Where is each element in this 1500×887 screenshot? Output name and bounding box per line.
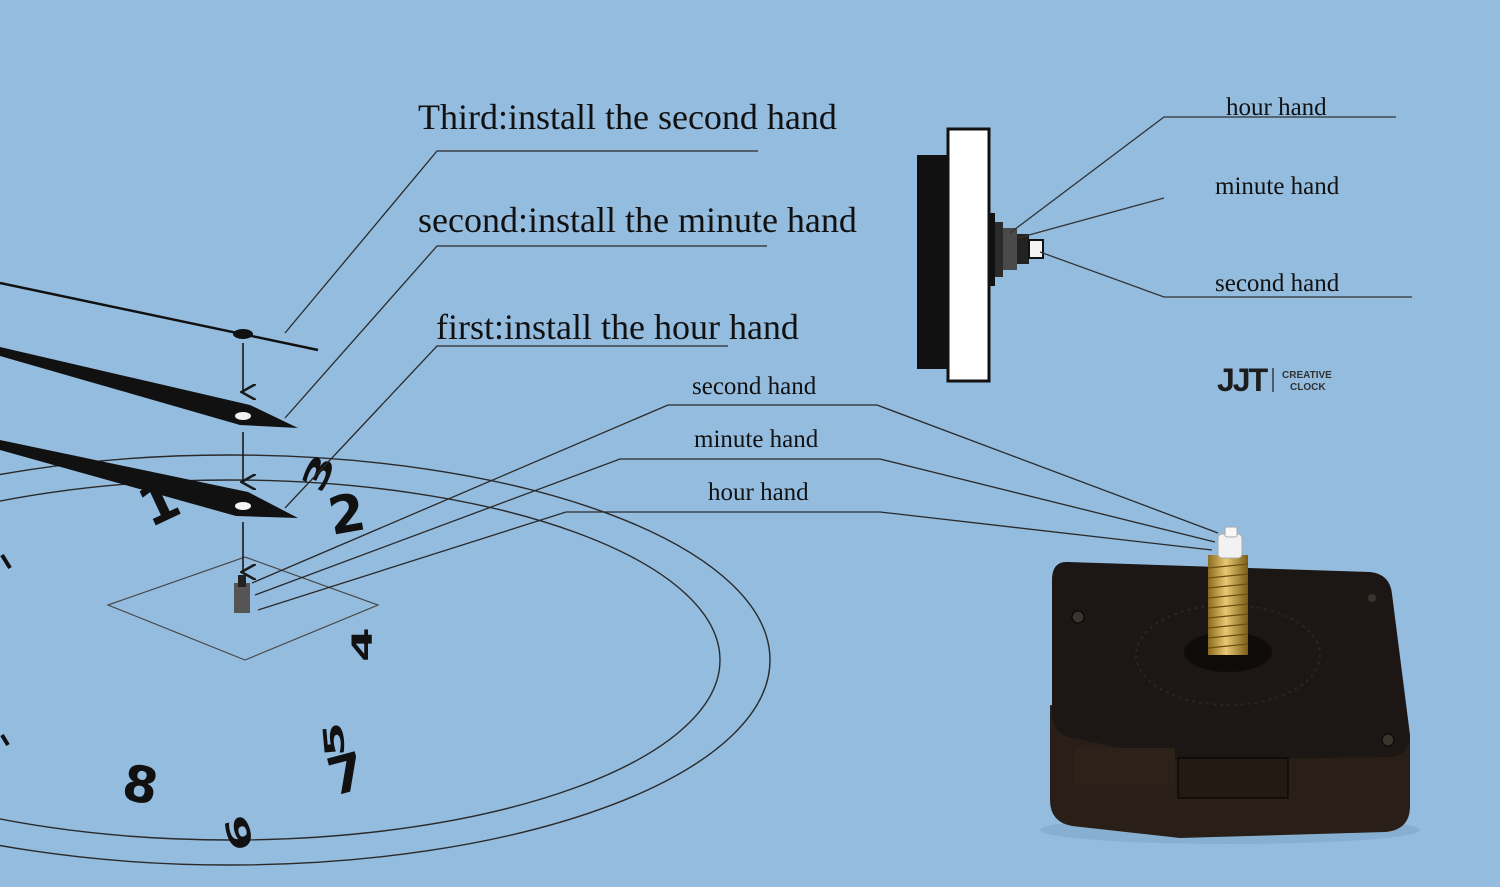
numeral-fragment-left bbox=[0, 553, 12, 570]
leader-side-second bbox=[1039, 251, 1412, 298]
numeral-4: 4 bbox=[347, 627, 379, 662]
side-hour-hand-label: hour hand bbox=[1226, 94, 1327, 121]
leader-third bbox=[284, 150, 758, 334]
side-view-leader-lines bbox=[1009, 116, 1412, 298]
step-first-label: first:install the hour hand bbox=[436, 307, 799, 347]
movement-minute-hand-label: minute hand bbox=[694, 426, 819, 453]
movement-hour-hand-label: hour hand bbox=[708, 479, 809, 506]
dial-inner-rim bbox=[0, 479, 721, 841]
screw-hole-3 bbox=[1368, 594, 1376, 602]
step-third-label: Third:install the second hand bbox=[418, 97, 837, 137]
logo-mark: JJT bbox=[1217, 362, 1269, 398]
leader-movement-hour bbox=[257, 511, 1213, 611]
shaft-threads bbox=[1207, 563, 1249, 649]
minute-hand-exploded bbox=[0, 347, 298, 428]
clock-movement bbox=[1040, 526, 1420, 844]
step-second-label: second:install the minute hand bbox=[418, 200, 857, 240]
numeral-5: 5 bbox=[317, 721, 352, 758]
dial-outer-rim bbox=[0, 454, 771, 866]
movement-leader-lines bbox=[251, 404, 1219, 611]
movement-second-hand-label: second hand bbox=[692, 373, 817, 400]
leader-side-minute bbox=[1017, 197, 1165, 239]
hour-hand-exploded bbox=[0, 440, 298, 518]
side-minute-hand-label: minute hand bbox=[1215, 173, 1340, 200]
leader-movement-minute bbox=[254, 458, 1216, 596]
step-leader-lines bbox=[284, 150, 767, 509]
side-view-movement bbox=[917, 127, 1044, 383]
dial-spindle bbox=[234, 575, 250, 613]
leader-second bbox=[284, 245, 767, 419]
mounting-plate bbox=[106, 556, 380, 661]
screw-hole-1 bbox=[1071, 610, 1085, 624]
leader-first bbox=[284, 345, 728, 509]
logo-line1: CREATIVE bbox=[1282, 370, 1332, 381]
brand-logo: JJT CREATIVE CLOCK bbox=[1217, 362, 1332, 398]
logo-line2: CLOCK bbox=[1290, 382, 1326, 393]
leader-movement-second bbox=[251, 404, 1219, 584]
screw-hole-2 bbox=[1381, 733, 1395, 747]
numeral-fragment-left-lower bbox=[0, 733, 10, 747]
clock-dial bbox=[0, 454, 771, 866]
side-second-hand-label: second hand bbox=[1215, 270, 1340, 297]
leader-side-hour bbox=[1009, 116, 1396, 234]
shaft-cap-white bbox=[1217, 533, 1243, 559]
second-hand-exploded bbox=[0, 281, 319, 352]
